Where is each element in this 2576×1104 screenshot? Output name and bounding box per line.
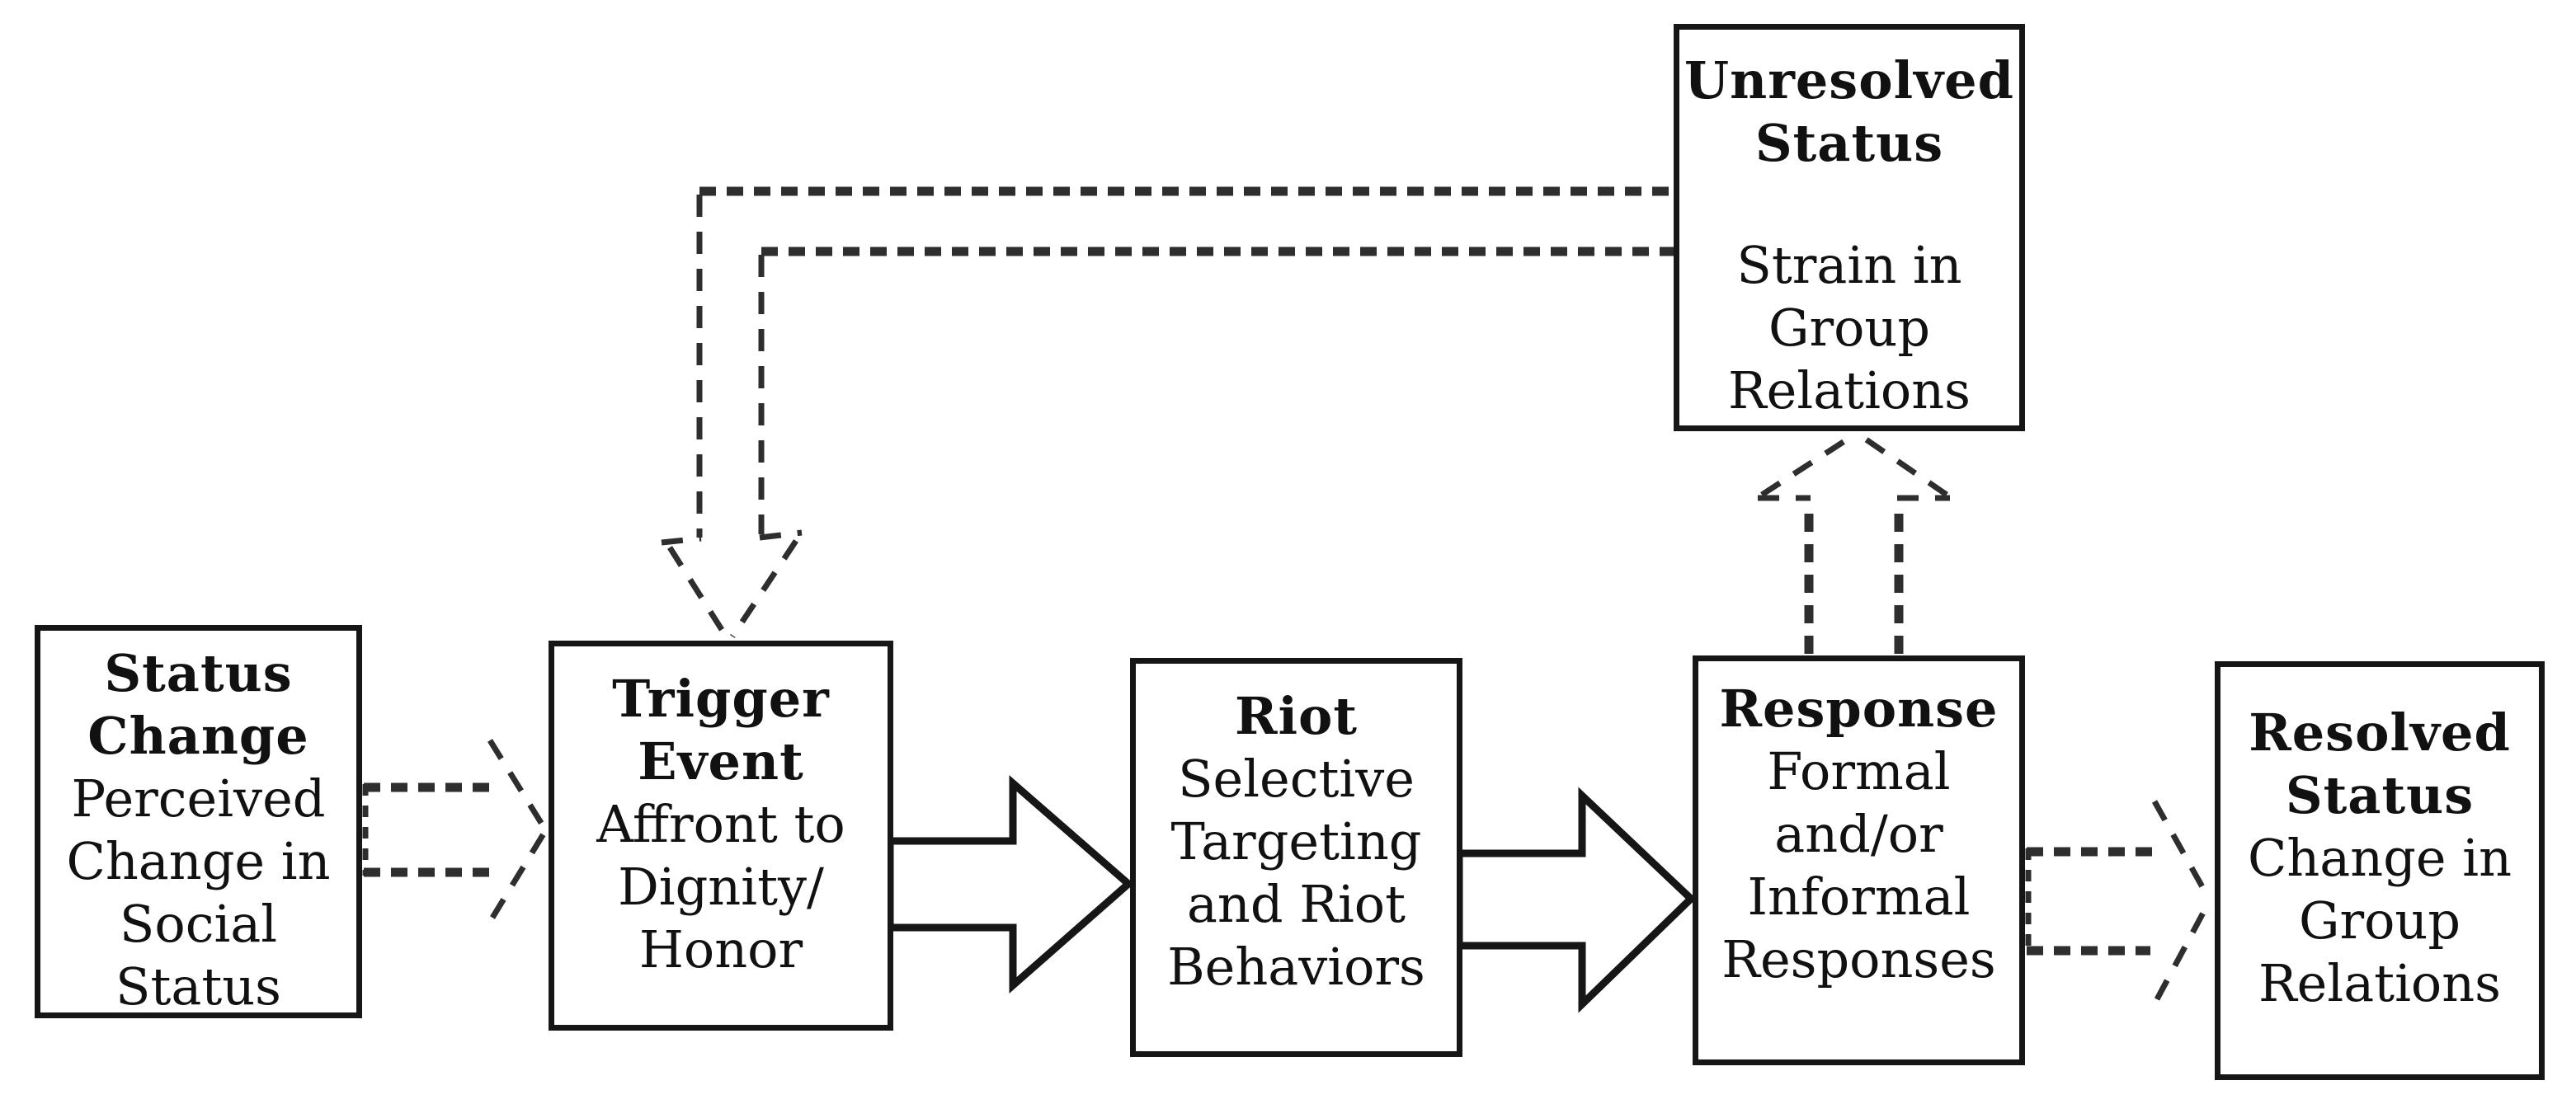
arrow-head-lower-line: [2154, 900, 2212, 1001]
solid-arrow-riot-to-response: [1455, 787, 1697, 1013]
arrow-head-right-slope: [730, 539, 798, 638]
dashed-arrow-response-to-unresolved: [1758, 433, 1950, 654]
dashed-arrow-status-to-trigger: [362, 739, 548, 919]
arrow-head-left-slope: [1760, 433, 1855, 497]
box-title: Riot: [1234, 686, 1359, 746]
arrow-head-right-wing: [759, 529, 803, 541]
solid-arrow-trigger-to-riot: [886, 775, 1134, 994]
block-arrow-shape: [1455, 787, 1697, 1013]
arrow-head-right-slope: [1858, 433, 1948, 497]
arrow-head-left-wing: [661, 535, 702, 546]
box-title: Response: [1719, 679, 1999, 739]
arrow-head-lower-line: [490, 829, 548, 919]
arrow-head-left-slope: [667, 546, 728, 637]
arrow-head-upper-line: [487, 739, 548, 831]
arrow-head-upper-line: [2151, 800, 2212, 900]
dashed-feedback-unresolved-to-trigger: [661, 186, 1674, 638]
dashed-arrow-response-to-resolved: [2025, 800, 2212, 1001]
block-arrow-shape: [886, 775, 1134, 994]
